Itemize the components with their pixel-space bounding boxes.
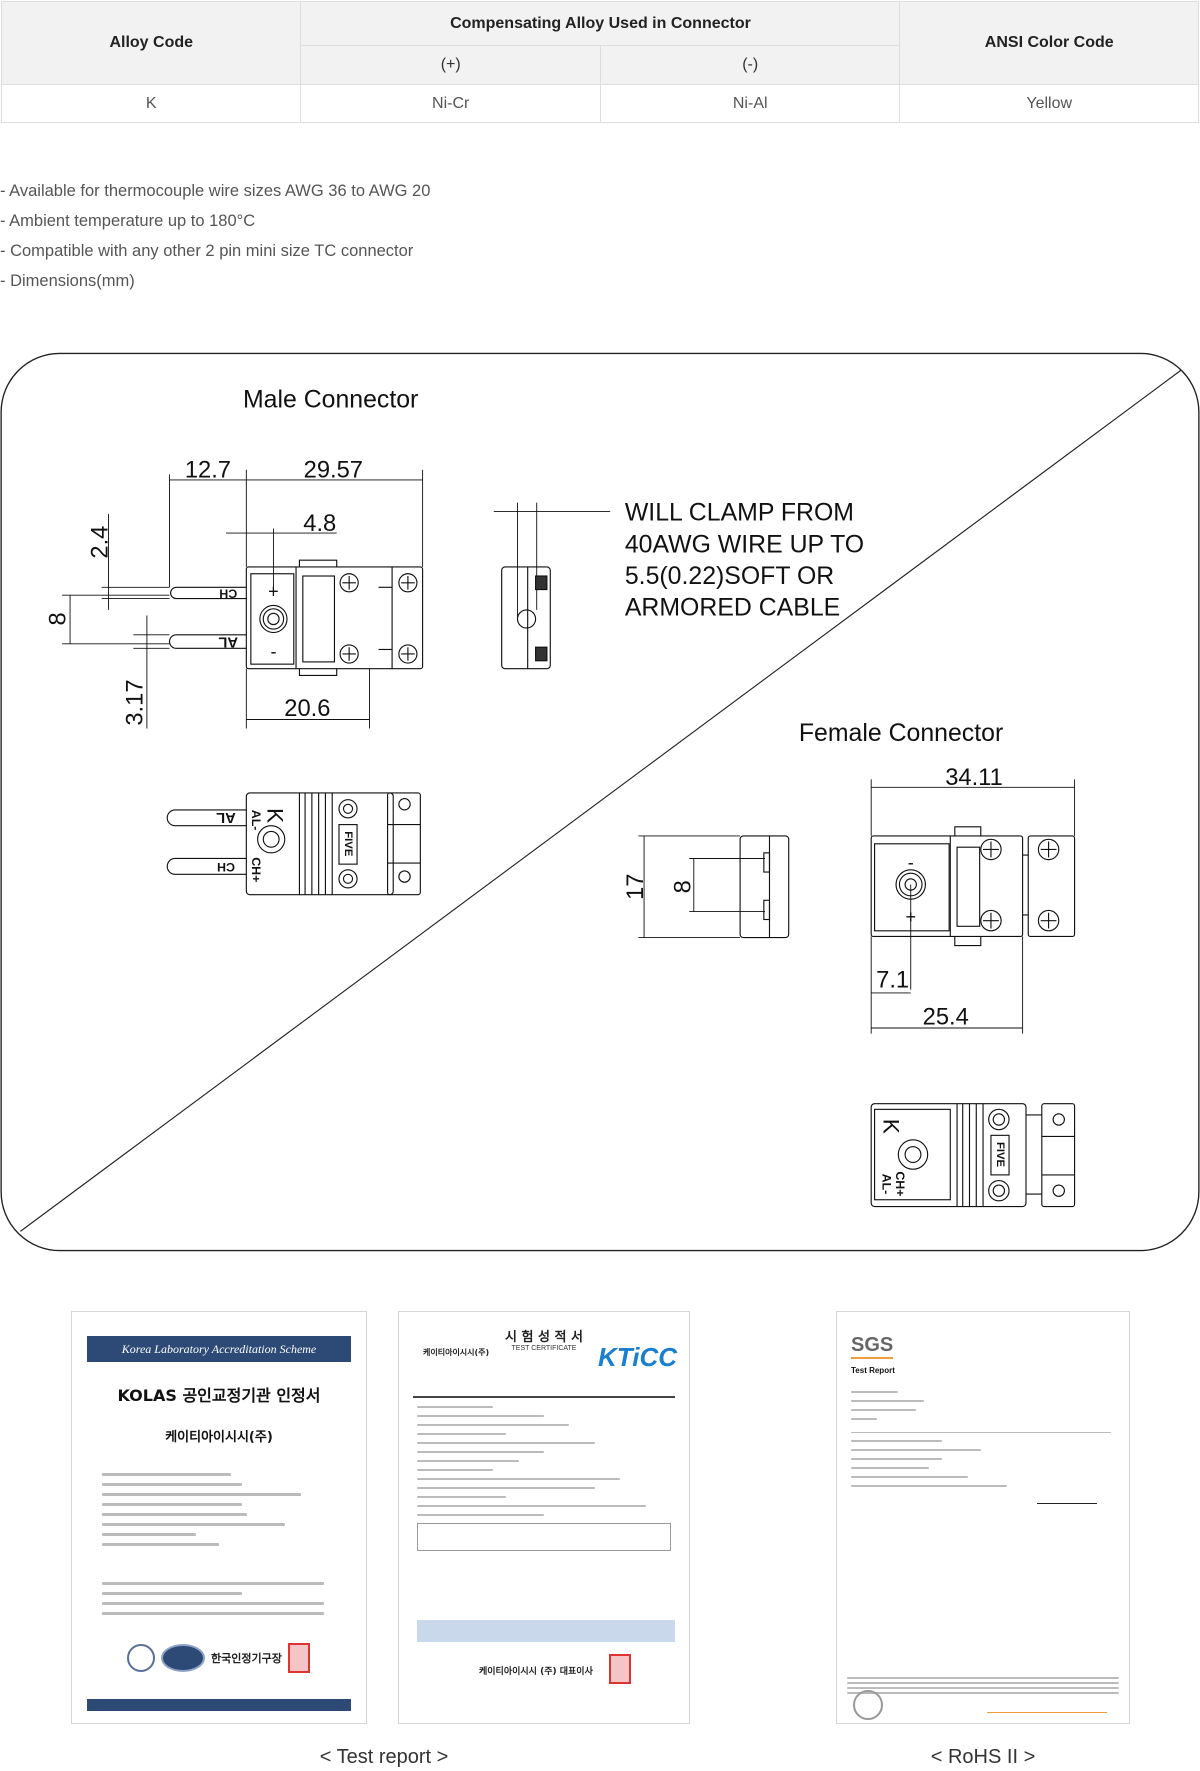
brand-label: FIVE (342, 831, 354, 857)
k-label: K (878, 1119, 903, 1134)
screw-icon (339, 644, 359, 664)
al-label: AL (218, 634, 238, 650)
dim-8: 8 (46, 612, 72, 625)
cell-plus: Ni-Cr (300, 84, 601, 123)
kolas-logo (161, 1644, 205, 1672)
kolas-banner: Korea Laboratory Accreditation Scheme (87, 1336, 351, 1362)
kolas-certificate-image[interactable]: Korea Laboratory Accreditation Scheme KO… (71, 1311, 367, 1724)
header-plus: (+) (300, 45, 601, 85)
sgs-report-image[interactable]: SGS Test Report (836, 1311, 1130, 1724)
sgs-stamp (853, 1690, 883, 1720)
male-connector-bottom-view: FIVE K AL- CH+ AL CH (166, 792, 421, 896)
kolas-seal-text: 한국인정기구장 (211, 1652, 282, 1665)
header-compensating-alloy: Compensating Alloy Used in Connector (300, 1, 901, 46)
drawing-frame (0, 352, 1200, 1252)
k-label: K (262, 808, 287, 823)
screw-icon (398, 573, 418, 593)
feature-list: - Available for thermocouple wire sizes … (0, 178, 430, 298)
sgs-logo: SGS (851, 1334, 894, 1359)
dim-29-57: 29.57 (304, 458, 363, 484)
kticc-company: 케이티아이시시(주) (423, 1348, 490, 1357)
red-seal (609, 1654, 631, 1684)
female-dimensions: 34.11 7.1 25.4 (870, 765, 1076, 1034)
al-minus-label: AL- (249, 810, 263, 831)
female-connector-side-view: 17 8 (623, 835, 790, 939)
female-connector-top-view: - + (870, 826, 1076, 947)
screw-icon (1037, 838, 1060, 861)
screw-icon (398, 644, 418, 664)
dim-2-4: 2.4 (87, 526, 113, 559)
clamp-note: WILL CLAMP FROM 40AWG WIRE UP TO 5.5(0.2… (625, 500, 864, 622)
alloy-spec-table: Alloy Code Compensating Alloy Used in Co… (0, 1, 1199, 123)
kticc-logo: KTiCC (598, 1342, 677, 1372)
al-minus-label: AL- (880, 1174, 894, 1195)
female-connector-title: Female Connector (799, 720, 1003, 747)
ch-plus-label: CH+ (249, 857, 263, 882)
brand-label: FIVE (994, 1142, 1006, 1168)
feature-item: - Available for thermocouple wire sizes … (0, 182, 431, 200)
dim-4-8: 4.8 (303, 511, 336, 537)
red-seal (287, 1643, 310, 1673)
dim-8: 8 (670, 880, 696, 893)
feature-item: - Compatible with any other 2 pin mini s… (0, 242, 414, 260)
divider-line (20, 369, 1182, 1232)
ch-label: CH (217, 860, 235, 874)
minus-label: - (270, 641, 276, 661)
kticc-certificate-image[interactable]: 시 험 성 적 서 TEST CERTIFICATE 케이티아이시시(주) KT… (398, 1311, 690, 1724)
signature (1037, 1482, 1097, 1504)
kticc-subtitle: TEST CERTIFICATE (511, 1345, 577, 1352)
male-connector-side-view (493, 502, 611, 670)
dim-34-11: 34.11 (945, 765, 1003, 791)
feature-item: - Ambient temperature up to 180°C (0, 212, 256, 230)
ch-plus-label: CH+ (893, 1171, 907, 1196)
sgs-title: Test Report (851, 1366, 895, 1375)
header-ansi-color: ANSI Color Code (899, 1, 1199, 85)
ilac-logo (127, 1644, 155, 1672)
kolas-company: 케이티아이시시(주) (165, 1430, 273, 1445)
note-line: 5.5(0.22)SOFT OR (625, 563, 834, 590)
caption-test-report: < Test report > (319, 1746, 449, 1768)
screw-icon (980, 838, 1002, 861)
cell-minus: Ni-Al (599, 84, 901, 123)
dim-20-6: 20.6 (284, 696, 330, 722)
screw-icon (1037, 909, 1060, 932)
dim-17: 17 (623, 874, 649, 900)
header-minus: (-) (599, 45, 901, 85)
male-dimensions: 12.7 29.57 4.8 2.4 8 3.17 20.6 (46, 458, 424, 729)
note-line: ARMORED CABLE (625, 595, 840, 622)
dimension-drawing: Male Connector Female Connector + - CH A… (0, 352, 1200, 1252)
dim-25-4: 25.4 (923, 1005, 969, 1031)
kticc-title: 시 험 성 적 서 (505, 1330, 583, 1345)
screw-icon (339, 573, 359, 593)
note-line: WILL CLAMP FROM (625, 500, 854, 527)
dim-7-1: 7.1 (876, 967, 909, 993)
dim-12-7: 12.7 (185, 458, 231, 484)
female-connector-bottom-view: FIVE K CH+ AL- (870, 1103, 1076, 1208)
table-row: K Ni-Cr Ni-Al Yellow (0, 84, 1199, 123)
header-alloy-code: Alloy Code (0, 1, 302, 85)
minus-label: - (908, 853, 914, 873)
cell-ansi: Yellow (899, 84, 1199, 123)
al-label: AL (216, 809, 236, 825)
male-connector-top-view: + - CH AL (168, 559, 424, 677)
dim-3-17: 3.17 (122, 679, 148, 725)
kolas-title: KOLAS 공인교정기관 인정서 (117, 1386, 321, 1405)
caption-rohs: < RoHS II > (930, 1746, 1036, 1768)
plus-label: + (268, 581, 279, 601)
male-connector-title: Male Connector (243, 387, 418, 414)
feature-item: - Dimensions(mm) (0, 272, 135, 290)
ch-label: CH (219, 587, 237, 601)
kticc-footer: 케이티아이시시 (주) 대표이사 (479, 1667, 593, 1677)
cell-alloy-code: K (0, 84, 302, 123)
screw-icon (980, 909, 1002, 932)
note-line: 40AWG WIRE UP TO (625, 531, 864, 558)
